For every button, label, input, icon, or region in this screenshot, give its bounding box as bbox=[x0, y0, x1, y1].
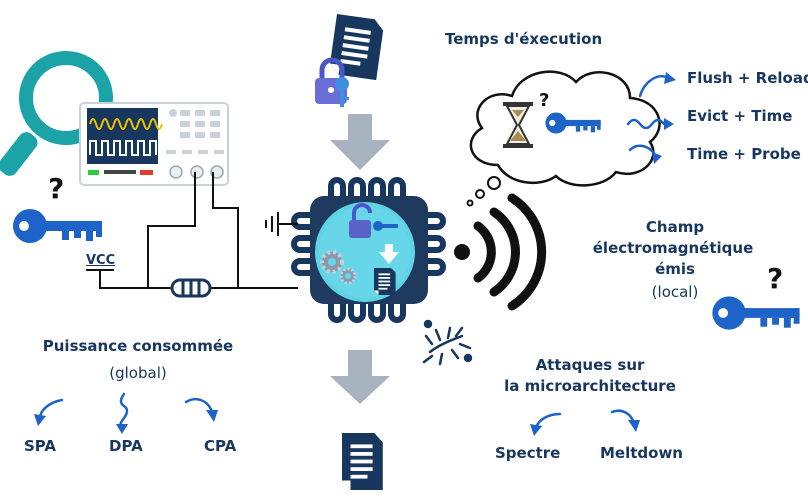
em-title-line3: émis bbox=[655, 260, 695, 278]
attack-spa: SPA bbox=[24, 437, 57, 455]
bug-icon bbox=[422, 319, 473, 366]
chip-document-icon bbox=[374, 268, 396, 295]
attack-flush-reload: Flush + Reload bbox=[687, 69, 808, 87]
timing-question-mark: ? bbox=[539, 90, 550, 111]
measurement-circuit bbox=[99, 172, 298, 289]
attack-meltdown: Meltdown bbox=[600, 444, 683, 462]
timing-title: Temps d'éxecution bbox=[445, 30, 603, 48]
vcc-label: VCC bbox=[86, 253, 116, 268]
gears-icon bbox=[320, 250, 357, 285]
resistor-icon bbox=[170, 278, 212, 298]
power-question-mark: ? bbox=[48, 172, 65, 205]
attack-spectre: Spectre bbox=[495, 444, 561, 462]
attack-cpa: CPA bbox=[204, 437, 237, 455]
em-subtitle: (local) bbox=[651, 283, 699, 301]
chip-lock-key-icon bbox=[349, 203, 398, 238]
em-question-mark: ? bbox=[767, 262, 784, 295]
em-title-line2: électromagnétique bbox=[592, 239, 754, 257]
attack-time-probe: Time + Probe bbox=[687, 145, 801, 163]
em-waves-icon bbox=[454, 193, 547, 311]
power-key-icon bbox=[13, 209, 102, 243]
attack-arrowheads-timing bbox=[652, 72, 676, 164]
attack-dpa: DPA bbox=[109, 437, 143, 455]
hourglass-icon bbox=[503, 102, 533, 148]
output-arrow bbox=[330, 350, 390, 404]
attack-arrow-icons-power bbox=[38, 392, 636, 430]
chip-download-icon bbox=[379, 244, 399, 264]
em-key-icon bbox=[712, 296, 800, 330]
small-key-icon bbox=[335, 77, 349, 107]
em-title-line1: Champ bbox=[645, 218, 705, 236]
oscilloscope-icon bbox=[79, 102, 229, 186]
power-subtitle: (global) bbox=[109, 364, 167, 382]
attack-evict-time: Evict + Time bbox=[687, 107, 793, 125]
encrypted-document-icon bbox=[328, 14, 385, 81]
microchip-icon bbox=[291, 177, 446, 323]
input-arrow bbox=[330, 114, 390, 170]
thought-cloud-icon bbox=[466, 70, 661, 207]
attack-arrowheads-power bbox=[34, 410, 640, 436]
output-document-icon bbox=[342, 433, 383, 490]
micro-title-line1: Attaques sur bbox=[535, 356, 645, 374]
micro-title-line2: la microarchitecture bbox=[504, 377, 676, 395]
power-title: Puissance consommée bbox=[42, 337, 234, 355]
magnifying-glass-icon bbox=[0, 51, 113, 176]
